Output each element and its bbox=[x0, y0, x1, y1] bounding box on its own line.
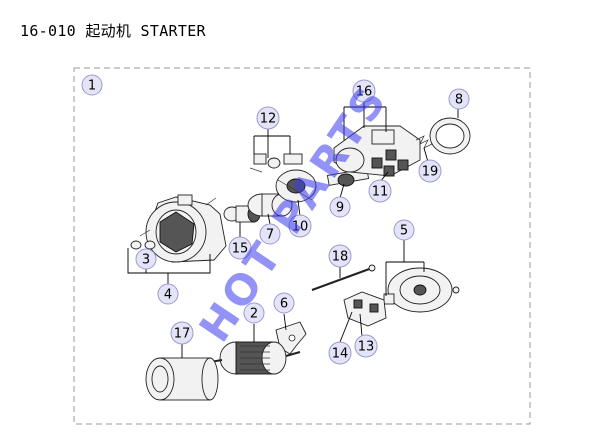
callout-label: 4 bbox=[164, 288, 172, 303]
callout-label: 10 bbox=[292, 220, 309, 235]
part-drive-housing bbox=[139, 194, 227, 263]
leader-lines bbox=[127, 100, 459, 358]
part-lever-set bbox=[249, 153, 303, 173]
callout-9: 9 bbox=[329, 196, 351, 218]
part-spring bbox=[415, 135, 433, 149]
callout-label: 5 bbox=[400, 224, 408, 239]
callout-8: 8 bbox=[448, 88, 470, 110]
callout-label: 15 bbox=[232, 242, 249, 257]
callout-3: 3 bbox=[135, 248, 157, 270]
callout-4: 4 bbox=[157, 283, 179, 305]
part-gasket bbox=[429, 117, 471, 155]
callout-label: 16 bbox=[356, 85, 373, 100]
callout-13: 13 bbox=[354, 334, 378, 358]
callout-label: 9 bbox=[336, 201, 344, 216]
callout-6: 6 bbox=[273, 292, 295, 314]
callout-label: 18 bbox=[332, 250, 349, 265]
part-end-frame bbox=[383, 267, 460, 313]
callout-label: 19 bbox=[422, 165, 439, 180]
part-gear-plate bbox=[275, 169, 317, 203]
callout-label: 12 bbox=[260, 112, 277, 127]
callout-7: 7 bbox=[259, 223, 281, 245]
callout-5: 5 bbox=[393, 219, 415, 241]
callout-11: 11 bbox=[368, 179, 392, 203]
callout-label: 13 bbox=[358, 340, 375, 355]
callout-label: 11 bbox=[372, 185, 389, 200]
callout-14: 14 bbox=[328, 341, 352, 365]
callout-label: 2 bbox=[250, 307, 258, 322]
callout-label: 7 bbox=[266, 228, 274, 243]
callout-1: 1 bbox=[81, 74, 103, 96]
callout-label: 14 bbox=[332, 347, 349, 362]
callout-12: 12 bbox=[256, 106, 280, 130]
part-armature bbox=[209, 341, 301, 375]
page-title: 16-010 起动机 STARTER bbox=[20, 22, 206, 40]
callout-15: 15 bbox=[228, 236, 252, 260]
callout-label: 1 bbox=[88, 79, 96, 94]
diagram-frame bbox=[73, 67, 531, 425]
callout-10: 10 bbox=[288, 214, 312, 238]
part-brush-holder bbox=[343, 291, 387, 327]
callout-17: 17 bbox=[170, 321, 194, 345]
part-through-bolt bbox=[311, 264, 376, 291]
callout-18: 18 bbox=[328, 244, 352, 268]
callout-16: 16 bbox=[352, 79, 376, 103]
callout-19: 19 bbox=[418, 159, 442, 183]
part-yoke bbox=[145, 357, 219, 401]
callout-label: 3 bbox=[142, 253, 150, 268]
callout-label: 17 bbox=[174, 327, 191, 342]
part-orings bbox=[130, 240, 156, 250]
part-terminal-nuts bbox=[371, 149, 409, 177]
callout-label: 6 bbox=[280, 297, 288, 312]
callout-2: 2 bbox=[243, 302, 265, 324]
callout-label: 8 bbox=[455, 93, 463, 108]
